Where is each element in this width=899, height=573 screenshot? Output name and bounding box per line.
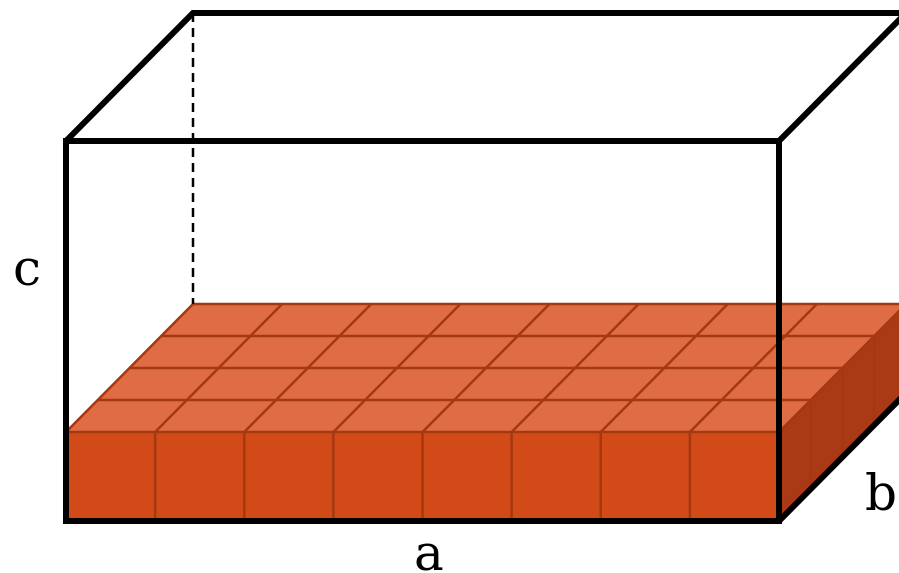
box-edges [63,10,899,524]
box-front-face [63,138,782,524]
label-c: c [13,239,41,297]
label-a: a [414,524,444,573]
box-depth-edge-b [776,395,899,524]
label-b: b [865,464,897,522]
layer-side-face [779,311,899,521]
box-top-face [63,10,899,144]
